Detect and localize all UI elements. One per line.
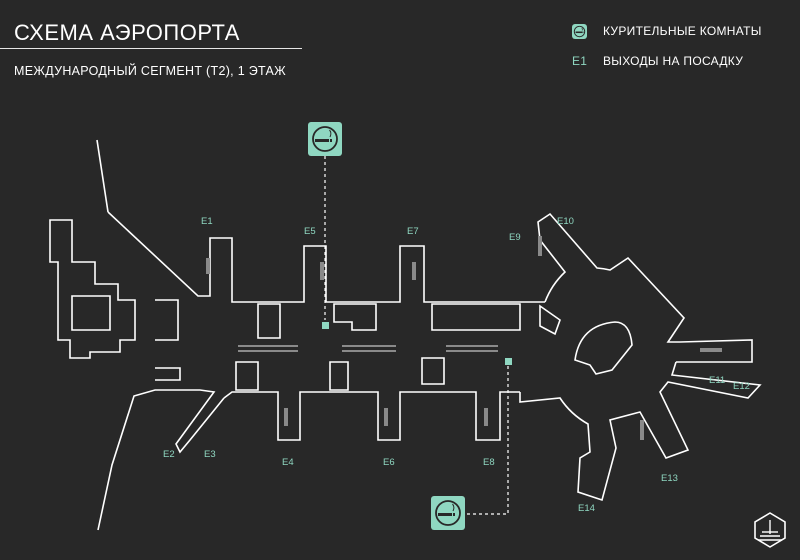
airport-logo-icon xyxy=(754,512,786,548)
gate-counter xyxy=(484,408,488,426)
gate-counter xyxy=(384,408,388,426)
gate-counter xyxy=(284,408,288,426)
legend-smoking-label: КУРИТЕЛЬНЫЕ КОМНАТЫ xyxy=(603,24,762,38)
smoking-room-marker xyxy=(505,358,512,365)
shop-block xyxy=(333,303,377,331)
gate-counter xyxy=(206,258,210,274)
corridor-south-wall xyxy=(223,391,520,441)
shop-block xyxy=(539,304,561,336)
gate-counter xyxy=(320,262,324,280)
legend-gates-label: ВЫХОДЫ НА ПОСАДКУ xyxy=(603,54,744,68)
shop-block xyxy=(257,303,281,339)
gate-label-e3: E3 xyxy=(204,449,216,460)
gate-counter xyxy=(538,236,542,256)
gate-counter xyxy=(640,420,644,440)
boundary-line xyxy=(96,139,109,213)
gate-label-e10: E10 xyxy=(557,216,574,227)
moving-walkway xyxy=(238,350,298,352)
moving-walkway xyxy=(342,350,396,352)
smoking-room-icon xyxy=(572,23,587,39)
legend: КУРИТЕЛЬНЫЕ КОМНАТЫ E1 ВЫХОДЫ НА ПОСАДКУ xyxy=(572,22,762,82)
gate-label-e11: E11 xyxy=(709,375,725,386)
moving-walkway xyxy=(446,350,498,352)
gate-label-e2: E2 xyxy=(163,449,175,460)
gate-label-e8: E8 xyxy=(483,457,495,468)
gate-label-e9: E9 xyxy=(509,232,521,243)
rotunda-inner xyxy=(574,321,633,375)
legend-gate-code: E1 xyxy=(572,54,588,68)
legend-gates-row: E1 ВЫХОДЫ НА ПОСАДКУ xyxy=(572,52,762,70)
gate-label-e7: E7 xyxy=(407,226,419,237)
west-building xyxy=(71,295,111,331)
moving-walkway xyxy=(238,345,298,347)
gate-counter xyxy=(700,348,722,352)
moving-walkway xyxy=(446,345,498,347)
shop-block xyxy=(329,361,349,391)
gate-label-e1: E1 xyxy=(201,216,213,227)
title-divider xyxy=(0,48,302,49)
gate-label-e6: E6 xyxy=(383,457,395,468)
map-title: СХЕМА АЭРОПОРТА xyxy=(14,20,240,45)
map-subtitle: МЕЖДУНАРОДНЫЙ СЕГМЕНТ (Т2), 1 ЭТАЖ xyxy=(14,64,287,78)
gate-label-e5: E5 xyxy=(304,226,316,237)
shop-block xyxy=(235,361,259,391)
smoking-room-marker xyxy=(322,322,329,329)
shop-block xyxy=(421,357,445,385)
west-building xyxy=(155,299,179,341)
rotunda-outline xyxy=(537,212,753,363)
shop-block xyxy=(431,303,521,331)
smoking-room-icon xyxy=(431,496,465,530)
jetty-e2-e3 xyxy=(97,389,225,531)
moving-walkway xyxy=(342,345,396,347)
gate-label-e13: E13 xyxy=(661,473,678,484)
gate-label-e14: E14 xyxy=(578,503,595,514)
gate-counter xyxy=(412,262,416,280)
rotunda-outline xyxy=(519,361,762,502)
gate-label-e12: E12 xyxy=(733,381,750,392)
west-building xyxy=(49,219,136,359)
west-building xyxy=(155,367,181,381)
boundary-line xyxy=(107,211,545,303)
smoking-room-icon xyxy=(308,122,342,156)
leader-line xyxy=(465,366,509,515)
legend-smoking-row: КУРИТЕЛЬНЫЕ КОМНАТЫ xyxy=(572,22,762,40)
gate-label-e4: E4 xyxy=(282,457,294,468)
